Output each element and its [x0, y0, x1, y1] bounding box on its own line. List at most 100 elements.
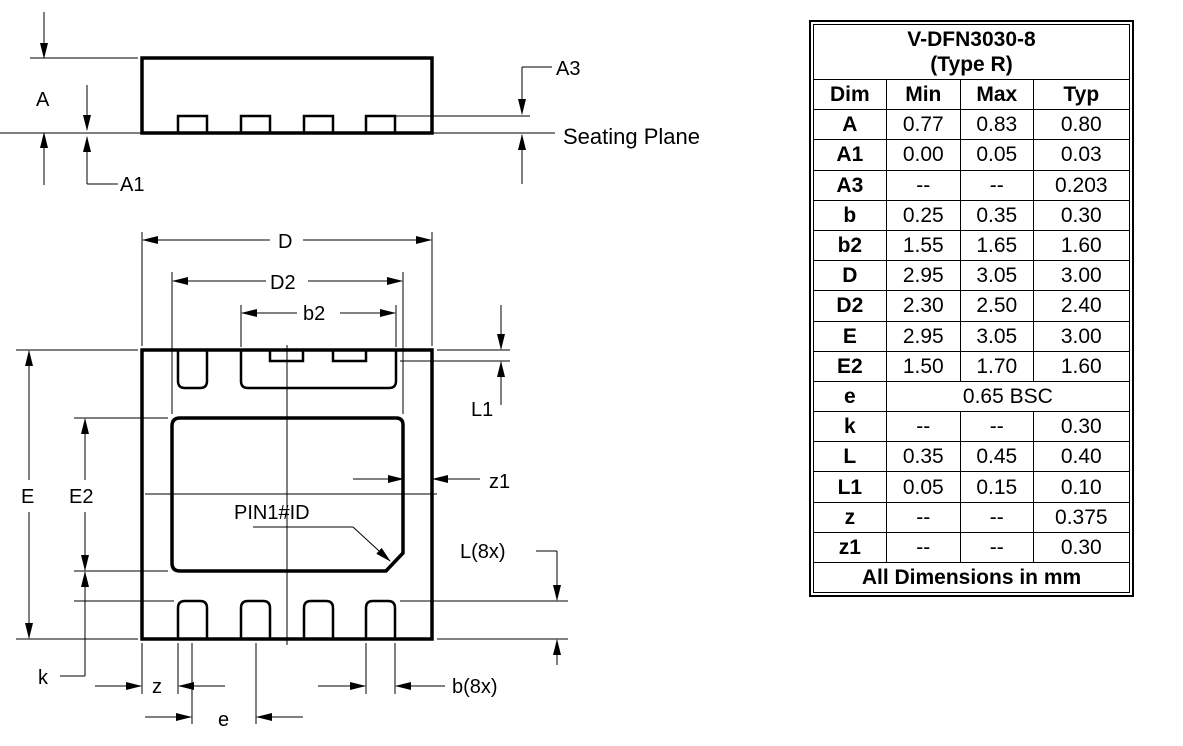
side-leads — [176, 114, 397, 135]
cell-max: 2.50 — [959, 290, 1034, 322]
cell-typ: 0.203 — [1032, 169, 1131, 201]
label-seating-plane: Seating Plane — [563, 124, 700, 149]
cell-min: 1.55 — [885, 229, 961, 262]
cell-max: 3.05 — [959, 260, 1034, 292]
cell-typ: 0.80 — [1032, 109, 1131, 141]
cell-dim: A3 — [813, 169, 887, 201]
cell-min: -- — [885, 169, 961, 201]
cell-max: -- — [959, 501, 1034, 533]
cell-typ: 2.40 — [1032, 290, 1131, 322]
cell-typ: 0.375 — [1032, 501, 1131, 533]
table-header-row: Dim Min Max Typ — [813, 78, 1131, 111]
cell-min: 2.95 — [885, 260, 961, 292]
bottom-leads — [176, 599, 397, 639]
label-D: D — [278, 231, 292, 253]
cell-dim: L — [813, 441, 887, 473]
label-z1: z1 — [489, 471, 510, 493]
table-footer-row: All Dimensions in mm — [813, 561, 1130, 594]
side-body — [140, 56, 434, 135]
cell-typ: 1.60 — [1032, 350, 1131, 382]
cell-max: 3.05 — [959, 320, 1034, 352]
cell-typ: 0.40 — [1032, 441, 1131, 473]
cell-dim: e — [813, 380, 887, 413]
cell-max: -- — [959, 411, 1034, 443]
table-title-row: V-DFN3030-8 (Type R) — [813, 24, 1130, 80]
cell-max: 0.15 — [959, 471, 1034, 503]
label-e: e — [218, 709, 229, 731]
cell-min: -- — [885, 411, 961, 443]
cell-dim: E — [813, 320, 887, 352]
cell-typ: 0.30 — [1032, 531, 1131, 564]
table-row: z----0.375 — [813, 501, 1131, 533]
cell-typ: 3.00 — [1032, 260, 1131, 292]
header-dim: Dim — [813, 78, 887, 111]
label-L8x: L(8x) — [460, 541, 506, 563]
table-title-line2: (Type R) — [930, 53, 1013, 76]
cell-min: -- — [885, 501, 961, 533]
label-A3: A3 — [556, 58, 580, 80]
cell-dim: L1 — [813, 471, 887, 503]
cell-min: 0.00 — [885, 139, 961, 171]
header-typ: Typ — [1032, 78, 1131, 111]
side-view: A A1 A3 Seating Plane — [0, 12, 700, 196]
label-D2: D2 — [270, 272, 296, 294]
cell-min: 2.95 — [885, 320, 961, 352]
cell-dim: z — [813, 501, 887, 533]
cell-min: -- — [885, 531, 961, 564]
table-row: z1----0.30 — [813, 531, 1131, 564]
cell-dim: b — [813, 199, 887, 231]
cell-max: -- — [959, 531, 1034, 564]
cell-max: 0.45 — [959, 441, 1034, 473]
top-lead-pad-b2 — [239, 350, 398, 390]
cell-min: 1.50 — [885, 350, 961, 382]
cell-dim: k — [813, 411, 887, 443]
label-E2: E2 — [69, 486, 93, 508]
cell-min: 0.05 — [885, 471, 961, 503]
label-A: A — [36, 89, 50, 111]
cell-typ: 0.10 — [1032, 471, 1131, 503]
label-pin1-id: PIN1#ID — [234, 502, 310, 524]
cell-span-value: 0.65 BSC — [885, 380, 1131, 413]
header-max: Max — [959, 78, 1034, 111]
cell-max: 0.35 — [959, 199, 1034, 231]
cell-max: -- — [959, 169, 1034, 201]
cell-dim: E2 — [813, 350, 887, 382]
table-title-line1: V-DFN3030-8 — [907, 28, 1036, 51]
cell-max: 0.05 — [959, 139, 1034, 171]
cell-max: 0.83 — [959, 109, 1034, 141]
label-k: k — [38, 667, 49, 689]
cell-dim: A1 — [813, 139, 887, 171]
label-A1: A1 — [120, 174, 144, 196]
cell-typ: 0.30 — [1032, 199, 1131, 231]
label-z: z — [152, 676, 162, 698]
cell-min: 0.35 — [885, 441, 961, 473]
cell-dim: b2 — [813, 229, 887, 262]
table-footer: All Dimensions in mm — [813, 561, 1130, 594]
cell-min: 2.30 — [885, 290, 961, 322]
cell-max: 1.65 — [959, 229, 1034, 262]
top-lead-1 — [176, 350, 209, 390]
cell-typ: 3.00 — [1032, 320, 1131, 352]
table-row: A3----0.203 — [813, 169, 1131, 201]
cell-max: 1.70 — [959, 350, 1034, 382]
cell-dim: A — [813, 109, 887, 141]
label-b2: b2 — [303, 303, 325, 325]
cell-dim: D — [813, 260, 887, 292]
label-E: E — [21, 486, 34, 508]
cell-dim: D2 — [813, 290, 887, 322]
bottom-view: D D2 b2 L1 z1 E E2 — [16, 231, 568, 731]
cell-typ: 0.03 — [1032, 139, 1131, 171]
exposed-pad-E2 — [170, 416, 405, 573]
